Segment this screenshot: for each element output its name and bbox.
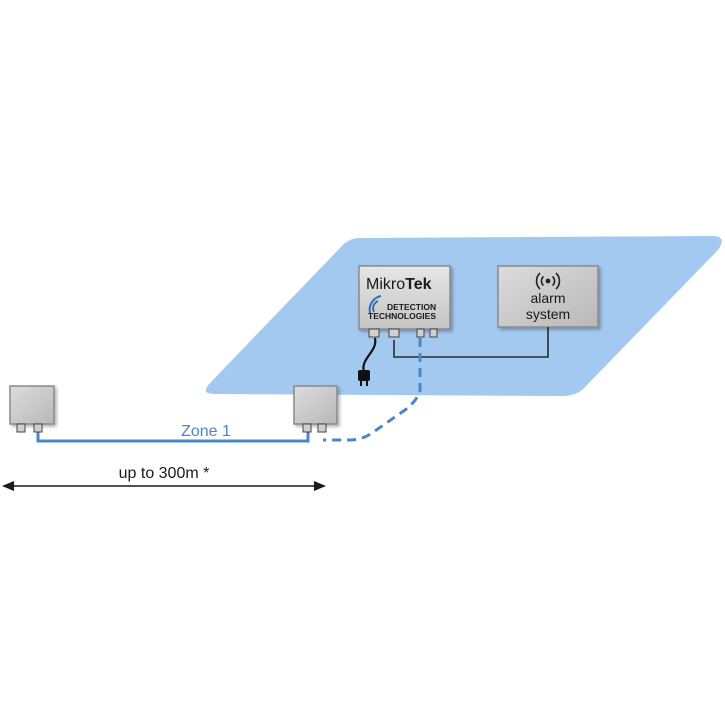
alarm-label-line1: alarm	[530, 290, 565, 306]
lead-cable-dashed	[323, 338, 422, 442]
alarm-wire	[393, 327, 549, 358]
distance-arrow	[2, 481, 326, 491]
zone1-sensor-cable	[36, 430, 310, 443]
alarm-radio-icon	[535, 272, 561, 290]
power-plug-icon	[358, 370, 370, 386]
detection-logo-icon	[368, 295, 382, 314]
controller-tagline-1: DETECTION	[387, 302, 436, 312]
controller-tagline-2: TECHNOLOGIES	[368, 311, 436, 321]
controller-brand: MikroTek	[366, 276, 432, 293]
zone-label: Zone 1	[181, 423, 231, 440]
controller-glands	[368, 328, 438, 338]
controller-box	[358, 265, 451, 330]
power-cable	[362, 337, 377, 373]
right-junction-box	[293, 385, 338, 433]
alarm-label-line2: system	[526, 306, 570, 322]
distance-label: up to 300m *	[119, 465, 210, 482]
protected-area	[205, 236, 722, 396]
alarm-system-box	[497, 265, 599, 328]
left-junction-box	[9, 385, 55, 433]
